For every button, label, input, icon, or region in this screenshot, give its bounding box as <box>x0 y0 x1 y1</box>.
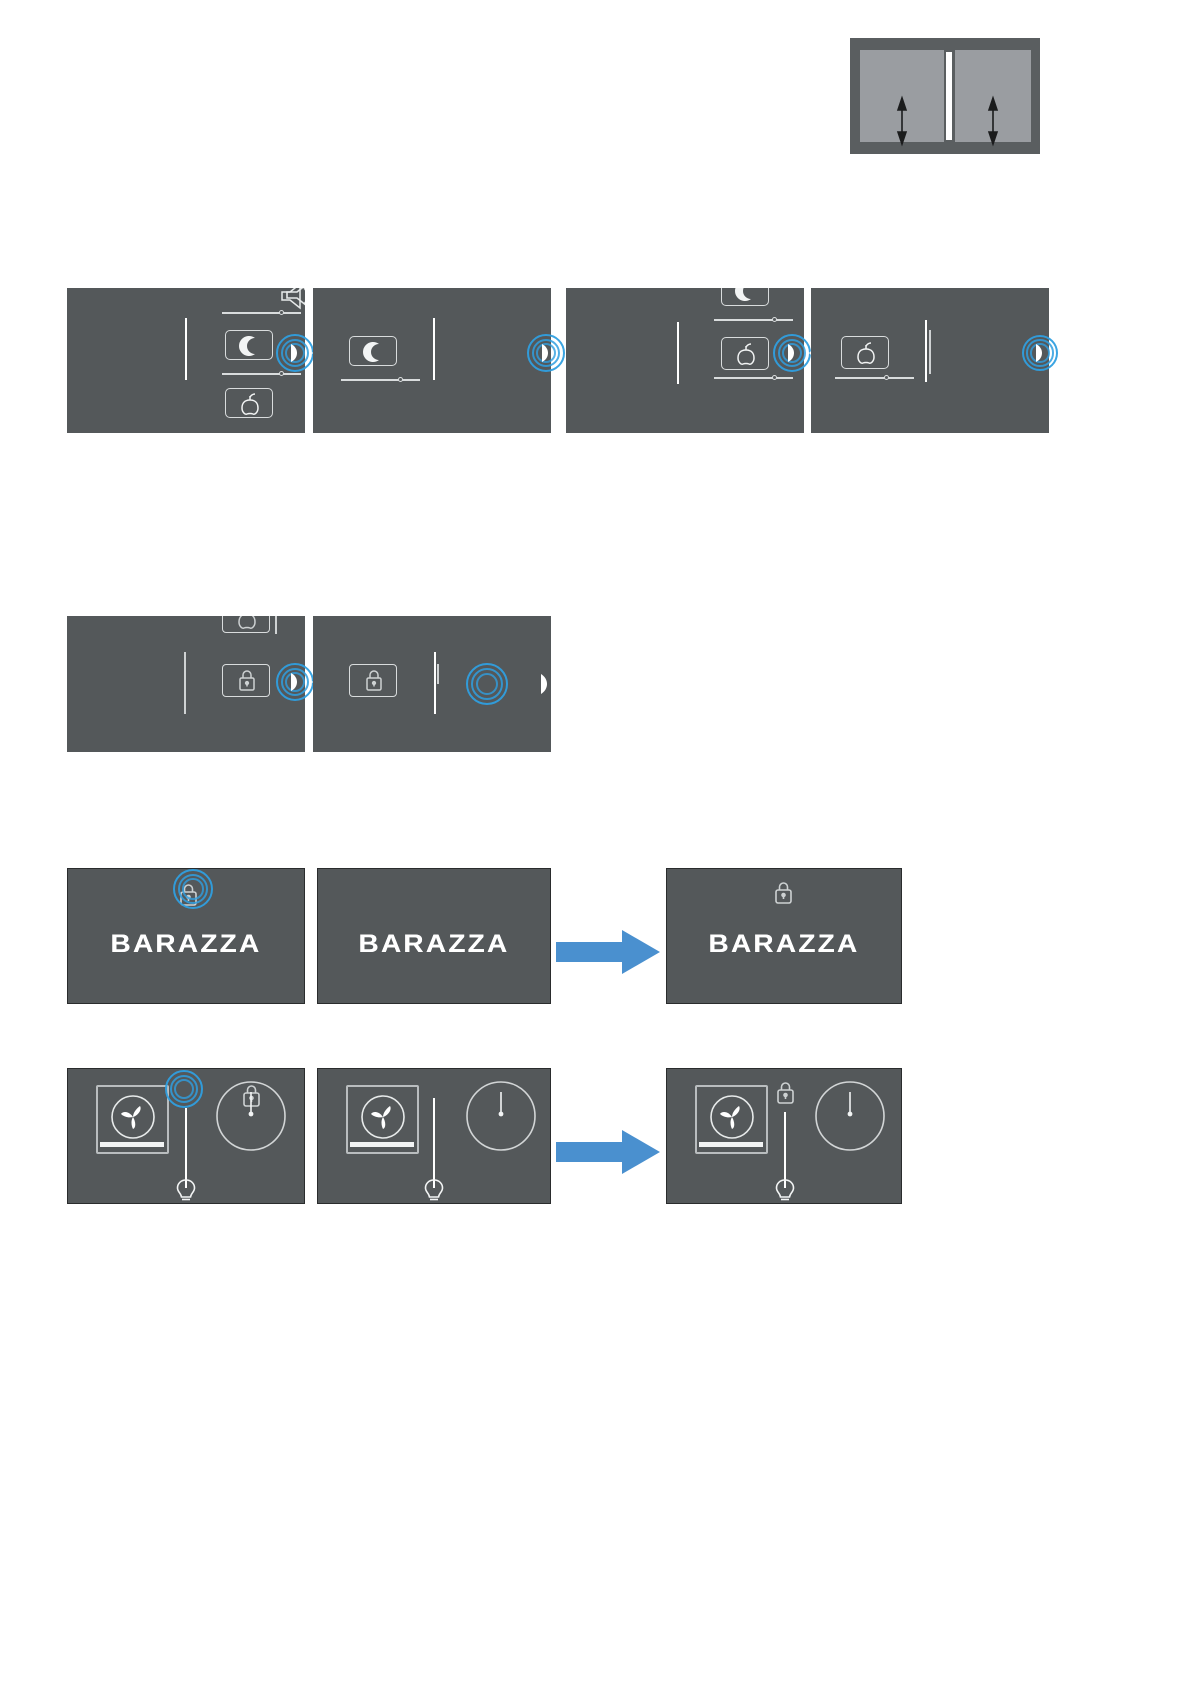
fan-speed-bar[interactable] <box>350 1142 414 1147</box>
process-arrow-row-4 <box>556 1130 660 1174</box>
brightness-slider-knob[interactable] <box>772 317 778 323</box>
swipe-right-gesture-5[interactable] <box>276 663 314 701</box>
process-arrow-row-3 <box>556 930 660 974</box>
panel-divider <box>185 318 187 380</box>
brightness-slider[interactable] <box>222 371 301 377</box>
lightbulb-connector <box>784 1112 786 1188</box>
fan-tile[interactable] <box>96 1085 169 1154</box>
fan-icon <box>710 1095 754 1139</box>
schematic-left-double-arrow <box>896 95 999 147</box>
display-panel-1-3[interactable] <box>566 288 804 433</box>
timer-dial-icon <box>466 1081 536 1151</box>
lock-tile[interactable] <box>222 664 270 697</box>
brand-wordmark: BARAZZA <box>358 930 510 958</box>
lock-icon <box>366 670 382 691</box>
lightbulb-icon[interactable] <box>774 1178 796 1204</box>
splash-panel-3-3[interactable]: BARAZZA <box>666 868 902 1004</box>
hood-panel-4-2[interactable] <box>317 1068 551 1204</box>
volume-slider[interactable] <box>222 310 301 316</box>
brightness-slider-knob[interactable] <box>278 371 284 377</box>
timer-dial-icon <box>815 1081 885 1151</box>
brightness-slider-knob[interactable] <box>397 377 403 383</box>
apple-icon <box>238 616 256 629</box>
fan-speed-bar[interactable] <box>100 1142 164 1147</box>
swipe-caret-icon <box>291 673 297 691</box>
lock-tile[interactable] <box>349 664 397 697</box>
panel-divider <box>925 320 927 382</box>
panel-divider <box>677 322 679 384</box>
lightbulb-connector <box>433 1098 435 1188</box>
apple-tile-edge <box>275 616 277 634</box>
tap-lock-gesture-1[interactable] <box>173 869 213 909</box>
moon-icon <box>239 336 255 356</box>
hood-panel-4-3[interactable] <box>666 1068 902 1204</box>
two-pane-hood-diagram <box>850 38 1040 154</box>
timer-dial-icon <box>216 1081 286 1151</box>
fan-icon <box>361 1095 405 1139</box>
lightbulb-icon[interactable] <box>175 1178 197 1204</box>
aroma-slider-knob[interactable] <box>772 375 778 381</box>
apple-tile[interactable] <box>841 336 889 369</box>
brand-wordmark: BARAZZA <box>708 930 860 958</box>
volume-slider-knob[interactable] <box>278 310 284 316</box>
lightbulb-icon[interactable] <box>423 1178 445 1204</box>
brand-wordmark: BARAZZA <box>110 930 262 958</box>
apple-icon <box>857 342 875 364</box>
fan-tile[interactable] <box>695 1085 768 1154</box>
moon-tile[interactable] <box>349 336 397 366</box>
moon-tile[interactable] <box>721 288 769 306</box>
speaker-volume-icon[interactable] <box>222 288 305 316</box>
fan-speed-bar[interactable] <box>699 1142 763 1147</box>
lock-panel-2-2[interactable] <box>313 616 551 752</box>
panel-divider-secondary <box>437 664 439 684</box>
fan-tile[interactable] <box>346 1085 419 1154</box>
apple-icon <box>241 393 259 415</box>
moon-icon <box>735 288 751 301</box>
fan-icon <box>111 1095 155 1139</box>
panel-divider <box>184 652 186 714</box>
display-panel-1-2[interactable] <box>313 288 551 433</box>
aroma-slider-knob[interactable] <box>883 375 889 381</box>
swipe-caret-icon <box>542 344 548 362</box>
swipe-caret-icon <box>1036 344 1042 362</box>
swipe-caret-icon <box>291 344 297 362</box>
aroma-slider[interactable] <box>714 375 793 381</box>
lightbulb-connector <box>185 1108 187 1188</box>
swipe-right-gesture-3[interactable] <box>773 334 811 372</box>
swipe-caret-icon-right <box>541 674 547 694</box>
brightness-slider[interactable] <box>341 377 420 383</box>
lock-icon <box>777 1082 794 1104</box>
swipe-right-gesture-4[interactable] <box>1022 335 1058 371</box>
apple-tile[interactable] <box>222 616 270 633</box>
panel-divider <box>433 318 435 380</box>
moon-icon <box>363 342 379 362</box>
speaker-body-icon <box>281 288 305 310</box>
panel-divider <box>434 652 436 714</box>
aroma-slider[interactable] <box>835 375 914 381</box>
lock-icon <box>239 670 255 691</box>
display-panel-1-1[interactable] <box>67 288 305 433</box>
swipe-caret-icon <box>788 344 794 362</box>
apple-icon <box>737 343 755 365</box>
apple-tile[interactable] <box>721 337 769 370</box>
swipe-right-gesture-1[interactable] <box>276 334 314 372</box>
press-and-hold-gesture[interactable] <box>466 663 508 705</box>
lock-panel-2-1[interactable] <box>67 616 305 752</box>
splash-panel-3-2[interactable]: BARAZZA <box>317 868 551 1004</box>
tap-lock-gesture-2[interactable] <box>165 1070 203 1108</box>
moon-tile[interactable] <box>225 330 273 360</box>
brightness-slider[interactable] <box>714 317 793 323</box>
swipe-right-gesture-2[interactable] <box>527 334 565 372</box>
lock-icon <box>775 882 792 904</box>
apple-tile[interactable] <box>225 388 273 418</box>
panel-divider-secondary <box>929 330 931 374</box>
display-panel-1-4[interactable] <box>811 288 1049 433</box>
schematic-center-gap <box>946 52 952 140</box>
